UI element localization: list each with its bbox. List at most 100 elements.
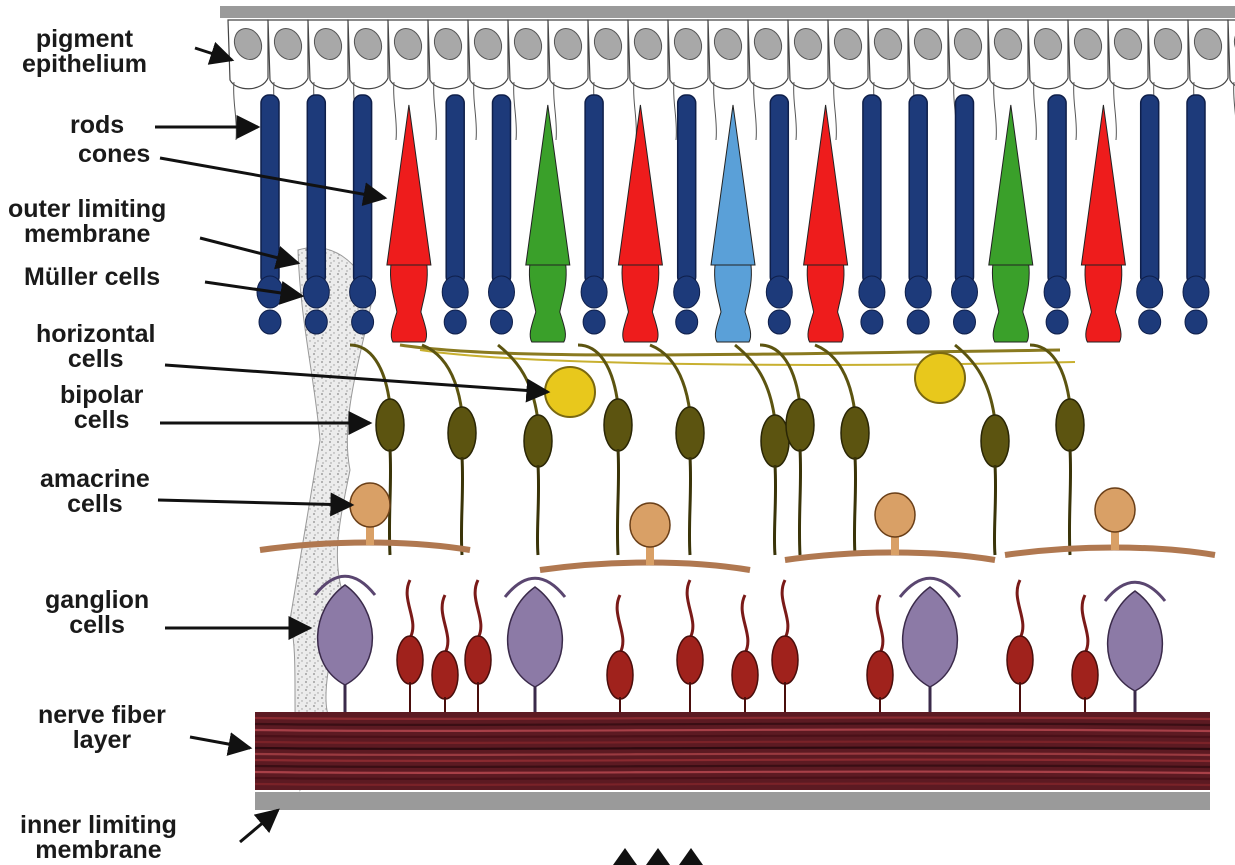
- ganglion-cell-small: [465, 636, 491, 684]
- nerve-fiber: [255, 742, 1210, 743]
- nerve-fiber: [255, 784, 1210, 785]
- inner-limiting-membrane-band: [255, 792, 1210, 810]
- pigment-process: [994, 82, 997, 140]
- rod-nucleus: [303, 276, 329, 308]
- pigment-process: [474, 82, 477, 140]
- pigment-process: [1114, 82, 1117, 140]
- pointer-outer-limiting: [200, 238, 298, 263]
- amacrine-process: [540, 563, 750, 571]
- horizontal-cell-body: [545, 367, 595, 417]
- ganglion-dendrite: [475, 580, 481, 638]
- rod-terminal: [352, 310, 374, 334]
- pigment-process: [434, 82, 437, 140]
- rod-terminal: [954, 310, 976, 334]
- cone-red-inner-segment: [622, 265, 659, 342]
- rod-nucleus: [442, 276, 468, 308]
- rod-outer-segment: [1187, 95, 1205, 285]
- rod-nucleus: [859, 276, 885, 308]
- rod-terminal: [1185, 310, 1207, 334]
- pigment-process: [554, 82, 557, 140]
- rod-nucleus: [1137, 276, 1163, 308]
- ganglion-dendrite: [617, 595, 623, 653]
- bipolar-cell-body: [981, 415, 1009, 467]
- cone-green-outer-segment: [989, 105, 1033, 265]
- rod-nucleus: [1044, 276, 1070, 308]
- bipolar-axon: [537, 465, 538, 555]
- rod-nucleus: [581, 276, 607, 308]
- label-horizontal-cells: horizontalcells: [36, 322, 155, 372]
- cone-red-outer-segment: [804, 105, 848, 265]
- horizontal-cell-body: [915, 353, 965, 403]
- rod-outer-segment: [585, 95, 603, 285]
- bipolar-axon: [1069, 449, 1070, 555]
- bipolar-axon: [799, 449, 800, 555]
- bipolar-cell-layer: [350, 345, 1084, 555]
- amacrine-process: [1005, 548, 1215, 556]
- cone-red-outer-segment: [387, 105, 431, 265]
- rod-terminal: [768, 310, 790, 334]
- bipolar-dendrite: [815, 345, 855, 413]
- rod-outer-segment: [1141, 95, 1159, 285]
- ganglion-dendrite: [742, 595, 748, 653]
- photoreceptor-layer: [257, 95, 1209, 342]
- amacrine-cell-body: [350, 483, 390, 527]
- pointer-inner-limiting: [240, 810, 278, 842]
- bipolar-cell-body: [786, 399, 814, 451]
- amacrine-process: [785, 553, 995, 561]
- rod-terminal: [1139, 310, 1161, 334]
- rod-terminal: [861, 310, 883, 334]
- rod-nucleus: [1183, 276, 1209, 308]
- rod-outer-segment: [678, 95, 696, 285]
- rod-outer-segment: [493, 95, 511, 285]
- label-outer-limiting-membrane: outer limitingmembrane: [8, 197, 166, 247]
- ganglion-dendrite: [782, 580, 788, 638]
- bipolar-dendrite: [735, 345, 775, 421]
- ganglion-cell-small: [1007, 636, 1033, 684]
- rod-nucleus: [489, 276, 515, 308]
- nerve-fiber: [255, 730, 1210, 731]
- pigment-process: [794, 82, 797, 140]
- amacrine-process: [260, 543, 470, 551]
- amacrine-cell-body: [875, 493, 915, 537]
- nerve-fiber: [255, 754, 1210, 755]
- rod-nucleus: [952, 276, 978, 308]
- nerve-fiber: [255, 778, 1210, 779]
- bipolar-dendrite: [498, 345, 538, 421]
- rod-outer-segment: [909, 95, 927, 285]
- nerve-fiber: [255, 724, 1210, 725]
- bipolar-axon: [617, 449, 618, 555]
- pigment-process: [834, 82, 837, 140]
- ganglion-dendrite: [407, 580, 413, 638]
- rod-terminal: [907, 310, 929, 334]
- cone-red-inner-segment: [1085, 265, 1122, 342]
- label-muller-cells: Müller cells: [24, 265, 160, 290]
- ganglion-cell-small: [432, 651, 458, 699]
- pigment-process: [674, 82, 677, 140]
- ganglion-dendrite: [877, 595, 883, 653]
- amacrine-cell-body: [1095, 488, 1135, 532]
- top-membrane: [220, 6, 1235, 18]
- ganglion-cell-small: [677, 636, 703, 684]
- cone-red-inner-segment: [390, 265, 427, 342]
- light-direction-arrows: [613, 848, 703, 865]
- cone-blue-inner-segment: [715, 265, 752, 342]
- cone-green-inner-segment: [992, 265, 1029, 342]
- bipolar-axon: [854, 457, 855, 555]
- bipolar-cell-body: [376, 399, 404, 451]
- cone-red-outer-segment: [618, 105, 662, 265]
- pigment-process: [754, 82, 757, 140]
- nerve-fiber: [255, 748, 1210, 749]
- horizontal-cell-layer: [400, 345, 1075, 417]
- pigment-process: [714, 82, 717, 140]
- rod-outer-segment: [446, 95, 464, 285]
- rod-outer-segment: [1048, 95, 1066, 285]
- bipolar-cell-body: [761, 415, 789, 467]
- ganglion-cell-small: [732, 651, 758, 699]
- cone-red-outer-segment: [1081, 105, 1125, 265]
- rod-outer-segment: [956, 95, 974, 285]
- nerve-fiber: [255, 736, 1210, 737]
- label-amacrine-cells: amacrinecells: [40, 467, 150, 517]
